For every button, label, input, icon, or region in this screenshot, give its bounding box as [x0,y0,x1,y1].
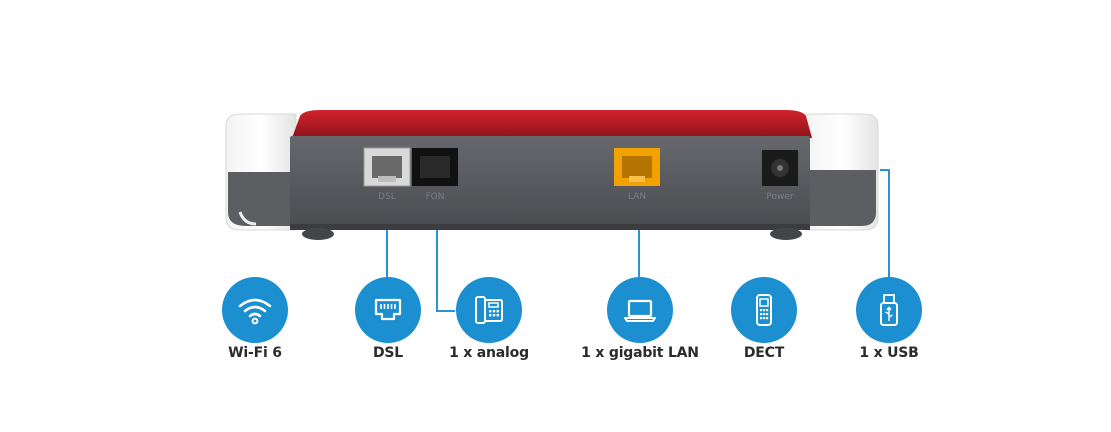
router-red-top [292,110,812,138]
router-right-cap [805,113,879,231]
connector-line-usb [880,169,890,277]
analog-circle [456,277,522,343]
dect-circle [731,277,797,343]
feature-label-dect: DECT [743,345,785,361]
lan-port [614,148,660,186]
router-foot [302,228,334,240]
fon-port [412,148,458,186]
wifi-circle [222,277,288,343]
port-label-power: Power [766,192,794,202]
laptop-icon [624,299,656,322]
usb-stick-icon [880,294,898,326]
port-label-fon: FON [426,192,445,202]
dect-handset-icon [756,294,772,326]
router-left-cap [225,113,297,231]
dsl-circle [355,277,421,343]
feature-label-analog: 1 x analog [449,345,529,361]
wifi-icon [238,298,272,325]
usb-circle [856,277,922,343]
feature-label-usb: 1 x USB [859,345,919,361]
feature-label-wifi: Wi-Fi 6 [228,345,282,361]
router-foot [770,228,802,240]
connector-lines [386,169,890,312]
feature-label-dsl: DSL [372,345,404,361]
power-port [762,150,798,186]
dsl-port [363,147,411,187]
dsl-port-icon [374,298,402,321]
lan-circle [607,277,673,343]
feature-label-lan: 1 x gigabit LAN [581,345,699,361]
port-label-dsl: DSL [378,192,396,202]
port-label-lan: LAN [628,192,646,202]
connector-line-analog [436,230,455,312]
analog-phone-icon [475,296,503,324]
